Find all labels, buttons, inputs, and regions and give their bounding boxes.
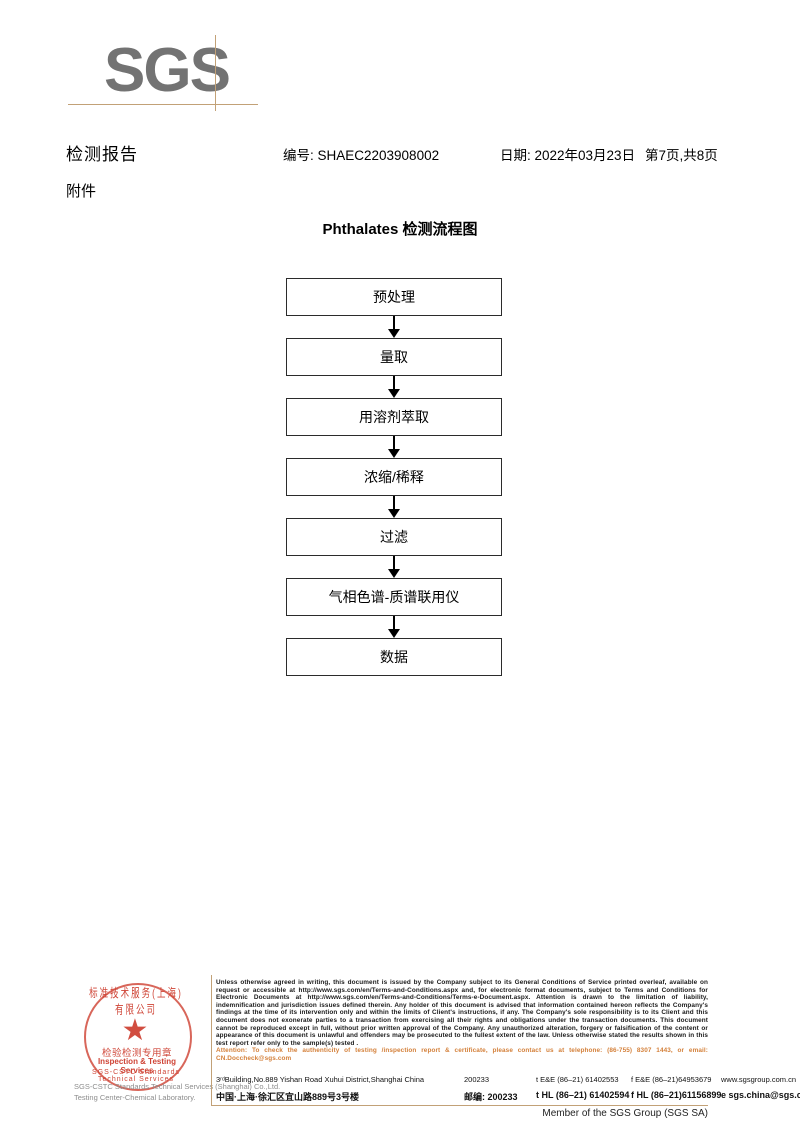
- address-english: 3ʳᵈBuilding,No.889 Yishan Road Xuhui Dis…: [216, 1075, 425, 1084]
- zipcode-english: 200233: [464, 1075, 490, 1084]
- zipcode-chinese: 邮编: 200233: [464, 1092, 518, 1102]
- flow-step-box: 量取: [286, 338, 502, 376]
- flow-step-box: 预处理: [286, 278, 502, 316]
- flow-arrow-down-icon: [286, 496, 502, 518]
- flowchart-title: Phthalates 检测流程图: [322, 221, 478, 238]
- stamp-arc-top-text: 标准技术服务(上海)有限公司: [89, 985, 183, 1017]
- official-stamp: 标准技术服务(上海)有限公司 ★ 检验检测专用章 Inspection & Te…: [74, 983, 280, 1105]
- email-address: e sgs.china@sgs.com: [721, 1090, 800, 1100]
- stamp-english-text: Inspection & Testing Services: [97, 1057, 177, 1075]
- flow-step-box: 过滤: [286, 518, 502, 556]
- process-flowchart: 预处理 量取 用溶剂萃取 浓缩/稀释 过滤 气相色谱-质谱联用仪 数据: [286, 278, 502, 676]
- flow-arrow-down-icon: [286, 436, 502, 458]
- footer-vertical-divider: [211, 975, 213, 1105]
- flow-arrow-down-icon: [286, 616, 502, 638]
- fax-hl: f HL (86–21)61156899: [631, 1090, 722, 1100]
- attachment-label: 附件: [66, 183, 97, 200]
- page-title: 检测报告: [66, 145, 138, 164]
- legal-paragraph: Unless otherwise agreed in writing, this…: [216, 979, 708, 1047]
- stamp-circle-icon: [84, 983, 192, 1091]
- telephone-ee: t E&E (86–21) 61402553: [536, 1075, 619, 1084]
- logo-vertical-rule: [215, 35, 216, 111]
- address-row-chinese: 中国·上海·徐汇区宜山路889号3号楼 邮编: 200233 t HL (86–…: [216, 1088, 800, 1103]
- flow-step-box: 用溶剂萃取: [286, 398, 502, 436]
- logo-horizontal-rule: [68, 104, 258, 105]
- telephone-hl: t HL (86–21) 61402594: [536, 1090, 630, 1100]
- sgs-logo-text: SGS: [104, 36, 231, 105]
- stamp-star-icon: ★: [121, 1014, 149, 1047]
- stamp-chinese-text: 检验检测专用章: [101, 1048, 172, 1059]
- sgs-logo: SGS: [0, 0, 800, 130]
- address-row-english: 3ʳᵈBuilding,No.889 Yishan Road Xuhui Dis…: [216, 1073, 796, 1088]
- document-footer: 标准技术服务(上海)有限公司 ★ 检验检测专用章 Inspection & Te…: [0, 975, 800, 1131]
- flow-arrow-down-icon: [286, 316, 502, 338]
- flow-arrow-down-icon: [286, 376, 502, 398]
- flow-step-box: 浓缩/稀释: [286, 458, 502, 496]
- flow-step-box: 数据: [286, 638, 502, 676]
- legal-attention-line: Attention: To check the authenticity of …: [216, 1047, 708, 1062]
- member-of-sgs-group: Member of the SGS Group (SGS SA): [542, 1108, 708, 1119]
- website-url: www.sgsgroup.com.cn: [721, 1075, 797, 1084]
- address-block: 3ʳᵈBuilding,No.889 Yishan Road Xuhui Dis…: [216, 1073, 800, 1103]
- footer-horizontal-divider: [211, 1105, 708, 1107]
- address-chinese: 中国·上海·徐汇区宜山路889号3号楼: [216, 1092, 360, 1102]
- flow-arrow-down-icon: [286, 556, 502, 578]
- report-date: 日期: 2022年03月23日: [500, 148, 636, 163]
- fax-ee: f E&E (86–21)64953679: [631, 1075, 712, 1084]
- flow-step-box: 气相色谱-质谱联用仪: [286, 578, 502, 616]
- stamp-arc-bottom-text: SGS-CSTC Standards Technical Services: [91, 1069, 181, 1083]
- report-number: 编号: SHAEC2203908002: [283, 148, 440, 163]
- page-indicator: 第7页,共8页: [645, 148, 718, 163]
- legal-disclaimer: Unless otherwise agreed in writing, this…: [216, 979, 708, 1063]
- stamp-company-line-1: SGS-CSTC Standards Technical Services (S…: [74, 1082, 281, 1091]
- stamp-company-line-2: Testing Center-Chemical Laboratory.: [74, 1093, 196, 1102]
